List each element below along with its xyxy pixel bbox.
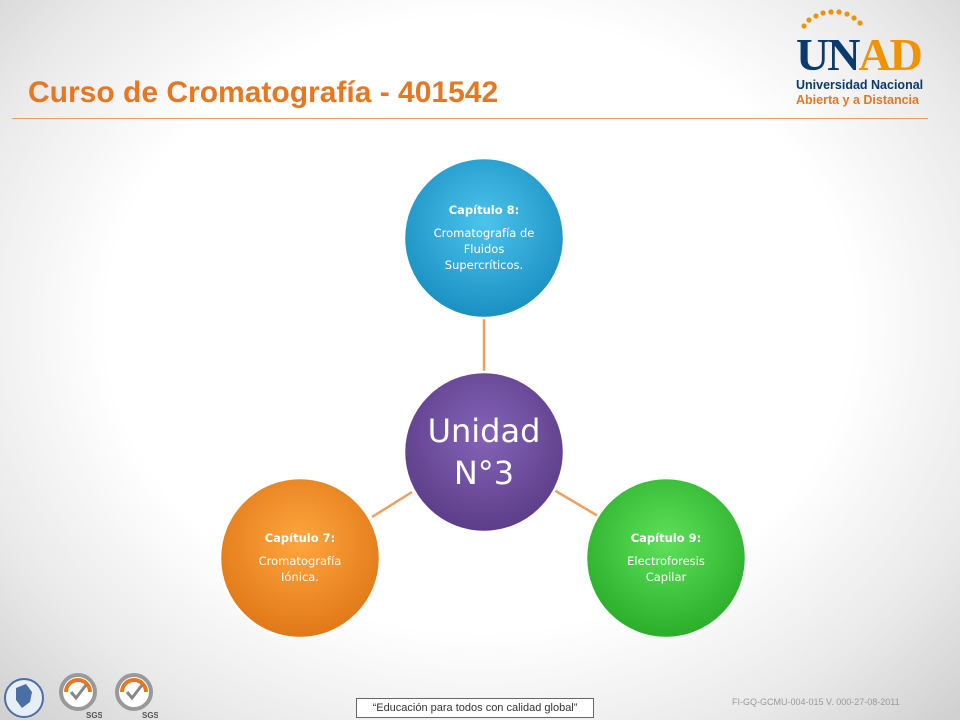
chapter-8-title: Capítulo 8: — [448, 203, 520, 217]
logo-dots-icon — [801, 9, 863, 29]
connector-chapter-9 — [553, 488, 599, 518]
logo-wordmark: UNAD — [796, 28, 923, 81]
sgs-badge-label: SGS — [86, 711, 102, 720]
node-chapter-8 — [402, 156, 566, 320]
connector-chapter-7 — [371, 490, 413, 519]
chapter-8-desc-line: Supercríticos. — [444, 258, 524, 272]
chapter-8-desc-line: Cromatografía de — [433, 226, 535, 240]
connectors — [371, 318, 599, 519]
node-chapter-7 — [218, 476, 382, 640]
chapter-7-desc-line: Cromatografía — [258, 554, 342, 568]
colombia-map-seal-icon — [4, 678, 44, 718]
sgs-certification-icon: SGS — [115, 673, 158, 720]
title-divider — [12, 118, 928, 119]
logo-university-name: Universidad Nacional — [796, 78, 924, 92]
center-unit-line1: Unidad — [427, 412, 541, 450]
page-title: Curso de Cromatografía - 401542 — [28, 76, 499, 109]
chapter-7-label: Capítulo 7: Cromatografía Iónica. — [220, 478, 380, 638]
logo-university-subtitle: Abierta y a Distancia — [796, 93, 919, 107]
chapter-9-desc-line: Electroforesis — [627, 554, 705, 568]
sgs-badge-label: SGS — [142, 711, 158, 720]
sgs-certification-icon: SGS — [59, 673, 102, 720]
chapter-9-label: Capítulo 9: Electroforesis Capilar — [586, 478, 746, 638]
center-unit-line2: N°3 — [453, 454, 515, 492]
chapter-9-title: Capítulo 9: — [630, 531, 702, 545]
chapter-8-desc-line: Fluidos — [463, 242, 505, 256]
footer-slogan: “Educación para todos con calidad global… — [356, 698, 594, 718]
node-center-unit — [402, 370, 566, 534]
chapter-8-label: Capítulo 8: Cromatografía de Fluidos Sup… — [404, 158, 564, 318]
document-code: FI-GQ-GCMU-004-015 V. 000-27-08-2011 — [732, 697, 900, 707]
chapter-7-desc-line: Iónica. — [281, 570, 319, 584]
node-chapter-9 — [584, 476, 748, 640]
logo-wordmark-main: UN — [796, 29, 860, 80]
center-unit-label: Unidad N°3 — [404, 372, 564, 532]
chapter-9-desc-line: Capilar — [645, 570, 687, 584]
logo-wordmark-accent: AD — [858, 29, 922, 80]
chapter-7-title: Capítulo 7: — [264, 531, 336, 545]
unad-logo: UNAD Universidad Nacional Abierta y a Di… — [790, 6, 930, 107]
